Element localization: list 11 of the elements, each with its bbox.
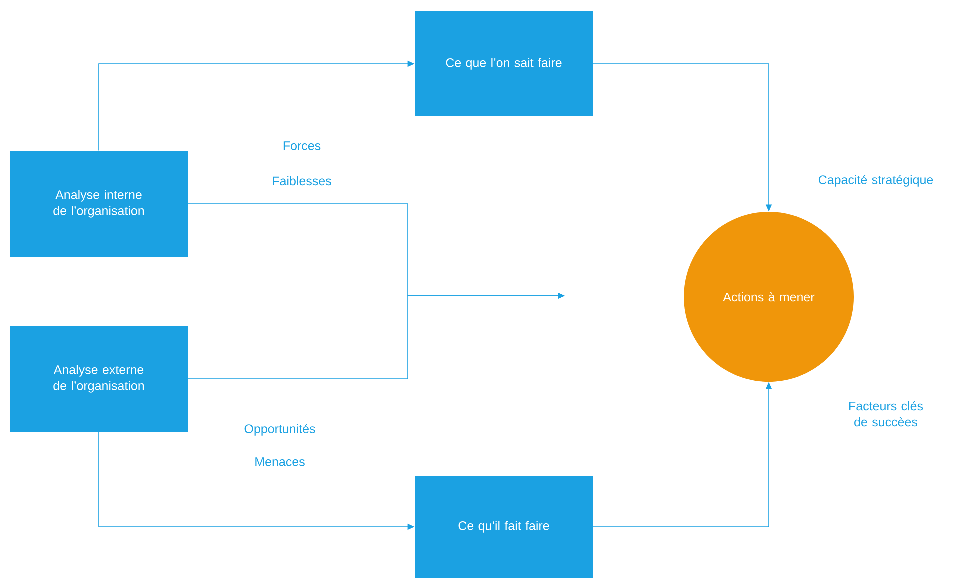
process-box: Analyse interne de l’organisation bbox=[10, 151, 188, 257]
label: Faiblesses bbox=[273, 176, 332, 186]
label: Facteurs clés de succèes bbox=[850, 401, 924, 427]
process-box: Ce qu’il fait faire bbox=[415, 476, 593, 578]
label: Capacité stratégique bbox=[818, 175, 934, 187]
label: Forces bbox=[284, 142, 321, 150]
circle-node: Actions à mener bbox=[684, 212, 854, 382]
label: Menaces bbox=[256, 458, 305, 466]
process-box: Ce que l’on sait faire bbox=[415, 12, 593, 116]
label: Opportunités bbox=[244, 424, 316, 436]
process-box: Analyse externe de l’organisation bbox=[10, 326, 188, 432]
